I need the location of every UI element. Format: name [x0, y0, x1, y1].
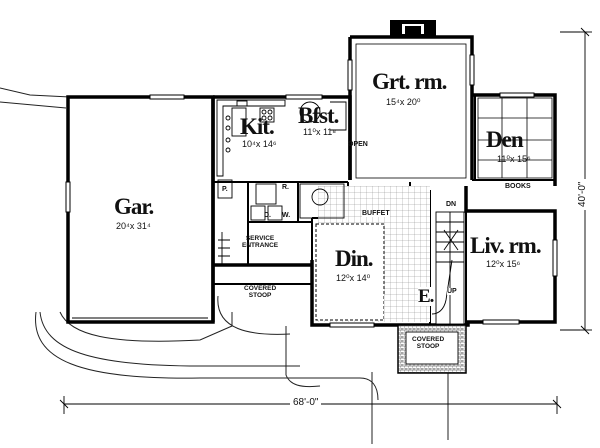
den-label: Den	[486, 127, 524, 152]
width-dimension: 68'-0"	[290, 398, 322, 408]
books-label: BOOKS	[505, 183, 531, 190]
washer-label: W.	[282, 212, 291, 219]
depth-dimension: 40'-0"	[577, 178, 588, 210]
dining-size: 12⁰x 14⁰	[336, 273, 371, 283]
entry-label: E.	[418, 286, 434, 307]
front-stoop-label: COVERED STOOP	[412, 336, 445, 350]
staircase	[431, 211, 465, 325]
garage-size: 20⁴x 31⁴	[116, 221, 151, 231]
great-room-label: Grt. rm.	[372, 69, 447, 94]
kitchen-size: 10⁴x 14⁶	[242, 139, 277, 149]
breakfast-label: Bfst.	[298, 103, 339, 128]
kitchen-label: Kit.	[240, 114, 275, 139]
kitchen-counters	[216, 99, 286, 177]
utility-area	[217, 179, 345, 221]
stair-up-label: UP	[447, 288, 457, 295]
dryer-label: D.	[264, 212, 271, 219]
breakfast-size: 11⁰x 11⁸	[303, 127, 337, 137]
front-stoop	[397, 324, 467, 374]
den-size: 11⁰x 15⁶	[497, 154, 531, 164]
windows	[65, 54, 558, 328]
driveway-lines	[0, 87, 449, 444]
stair-down-label: DN	[446, 201, 457, 208]
refrigerator-label: R.	[282, 184, 289, 191]
pantry-label: P.	[222, 186, 228, 193]
breakfast-table	[299, 101, 347, 131]
dining-floor	[315, 223, 385, 321]
great-room-size: 15⁴x 20⁰	[386, 97, 421, 107]
living-size: 12⁰x 15⁶	[486, 259, 521, 269]
service-entrance-label: SERVICE ENTRANCE	[242, 235, 279, 249]
buffet-label: BUFFET	[362, 210, 390, 217]
open-label: OPEN	[348, 141, 368, 148]
side-stoop-label: COVERED STOOP	[244, 285, 277, 299]
service-steps	[218, 232, 230, 264]
living-label: Liv. rm.	[470, 233, 542, 258]
great-room-detail	[355, 43, 467, 179]
den-windows	[477, 97, 553, 179]
dining-label: Din.	[335, 246, 374, 271]
fireplace-icon	[390, 20, 436, 38]
garage-label: Gar.	[114, 194, 154, 219]
